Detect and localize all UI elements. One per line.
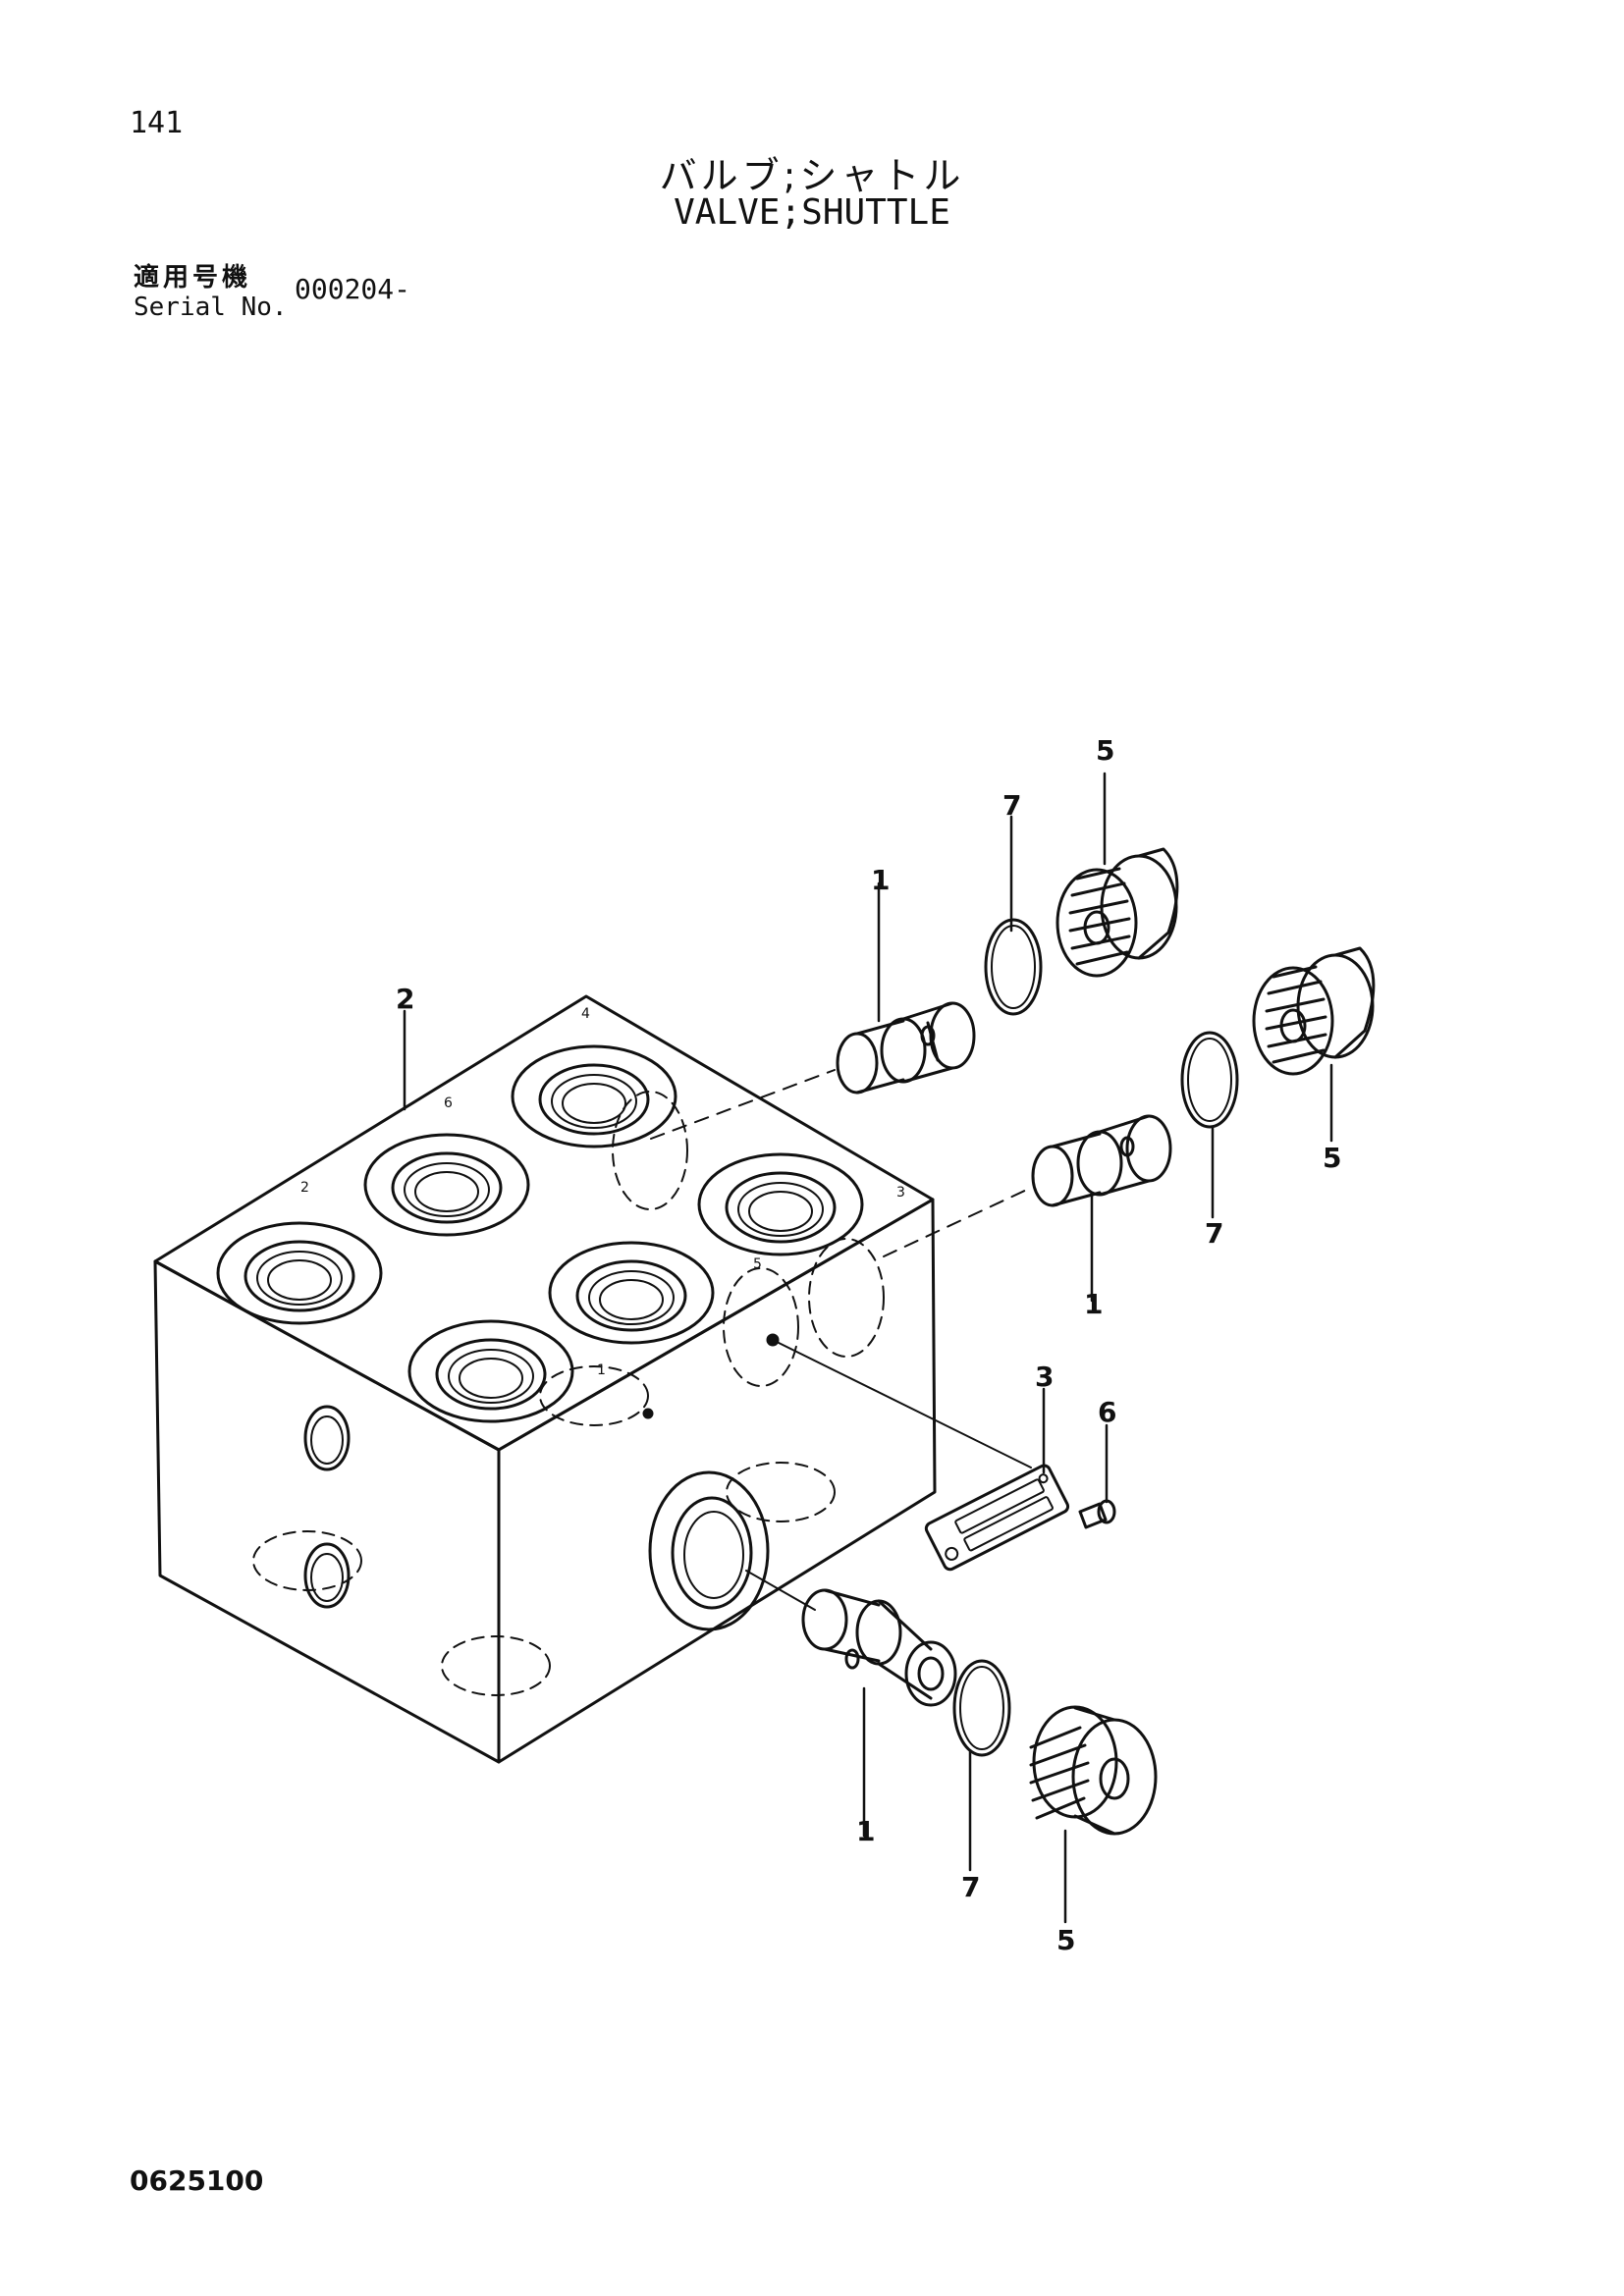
callout-7-bottom: 7 (961, 1871, 980, 1903)
name-plate (924, 1464, 1070, 1572)
callout-2: 2 (396, 983, 414, 1015)
port-label-6: 6 (444, 1095, 453, 1111)
o-ring-mid (1180, 1031, 1239, 1129)
plug-bottom (1029, 1705, 1158, 1836)
page-title-japanese: バルブ;シャトル (659, 154, 965, 197)
shuttle-spool-mid (1031, 1114, 1172, 1207)
page-number: 141 (130, 106, 184, 140)
callout-leaders (403, 772, 1333, 1924)
serial-number-value: 000204- (295, 273, 411, 305)
port-5 (548, 1241, 715, 1345)
callout-6: 6 (1098, 1396, 1116, 1428)
plug-top (1056, 847, 1179, 978)
callout-7-mid: 7 (1205, 1217, 1223, 1250)
callout-5-top: 5 (1096, 734, 1114, 767)
callout-1-bottom: 1 (856, 1815, 875, 1847)
port-2 (216, 1221, 383, 1325)
valve-block: 4 6 2 3 5 1 (153, 994, 937, 1764)
front-port (648, 1470, 770, 1631)
drawing-code: 0625100 (130, 2164, 264, 2197)
callout-7-top: 7 (1002, 789, 1021, 822)
hidden-ports (252, 1091, 885, 1696)
callout-numbers: 5 7 1 2 5 7 1 3 6 1 7 5 (396, 734, 1341, 1956)
port-3 (697, 1152, 864, 1256)
lower-shuttle-assembly (745, 1570, 1158, 1836)
callout-1-top: 1 (871, 864, 890, 896)
port-4 (511, 1044, 677, 1148)
callout-3: 3 (1035, 1361, 1054, 1393)
serial-label-japanese: 適用号機 (134, 263, 252, 293)
o-ring-bottom (952, 1659, 1011, 1757)
page-title-english: VALVE;SHUTTLE (674, 192, 950, 233)
o-ring-top (984, 918, 1043, 1016)
callout-5-mid: 5 (1323, 1142, 1341, 1174)
valve-block-right-face (497, 1198, 937, 1764)
callout-1-mid: 1 (1084, 1288, 1103, 1320)
shuttle-spool-bottom (801, 1588, 957, 1707)
callout-5-bottom: 5 (1056, 1924, 1075, 1956)
plug-mid (1252, 946, 1376, 1076)
upper-shuttle-assembly (650, 847, 1179, 1140)
name-plate-assembly (772, 1339, 1116, 1572)
serial-label-english: Serial No. (134, 293, 288, 322)
side-hole-upper (303, 1405, 351, 1471)
port-label-4: 4 (581, 1006, 590, 1022)
shuttle-spool-top (836, 1001, 976, 1095)
port-label-3: 3 (896, 1185, 905, 1201)
port-label-2: 2 (300, 1180, 309, 1196)
side-hole-lower (303, 1542, 351, 1609)
valve-block-left-face (153, 1259, 501, 1764)
middle-shuttle-assembly (883, 946, 1376, 1257)
drive-screw (1078, 1499, 1116, 1529)
port-6 (363, 1133, 530, 1237)
port-label-1: 1 (597, 1362, 606, 1378)
port-1 (407, 1319, 574, 1423)
port-label-5: 5 (753, 1256, 762, 1272)
